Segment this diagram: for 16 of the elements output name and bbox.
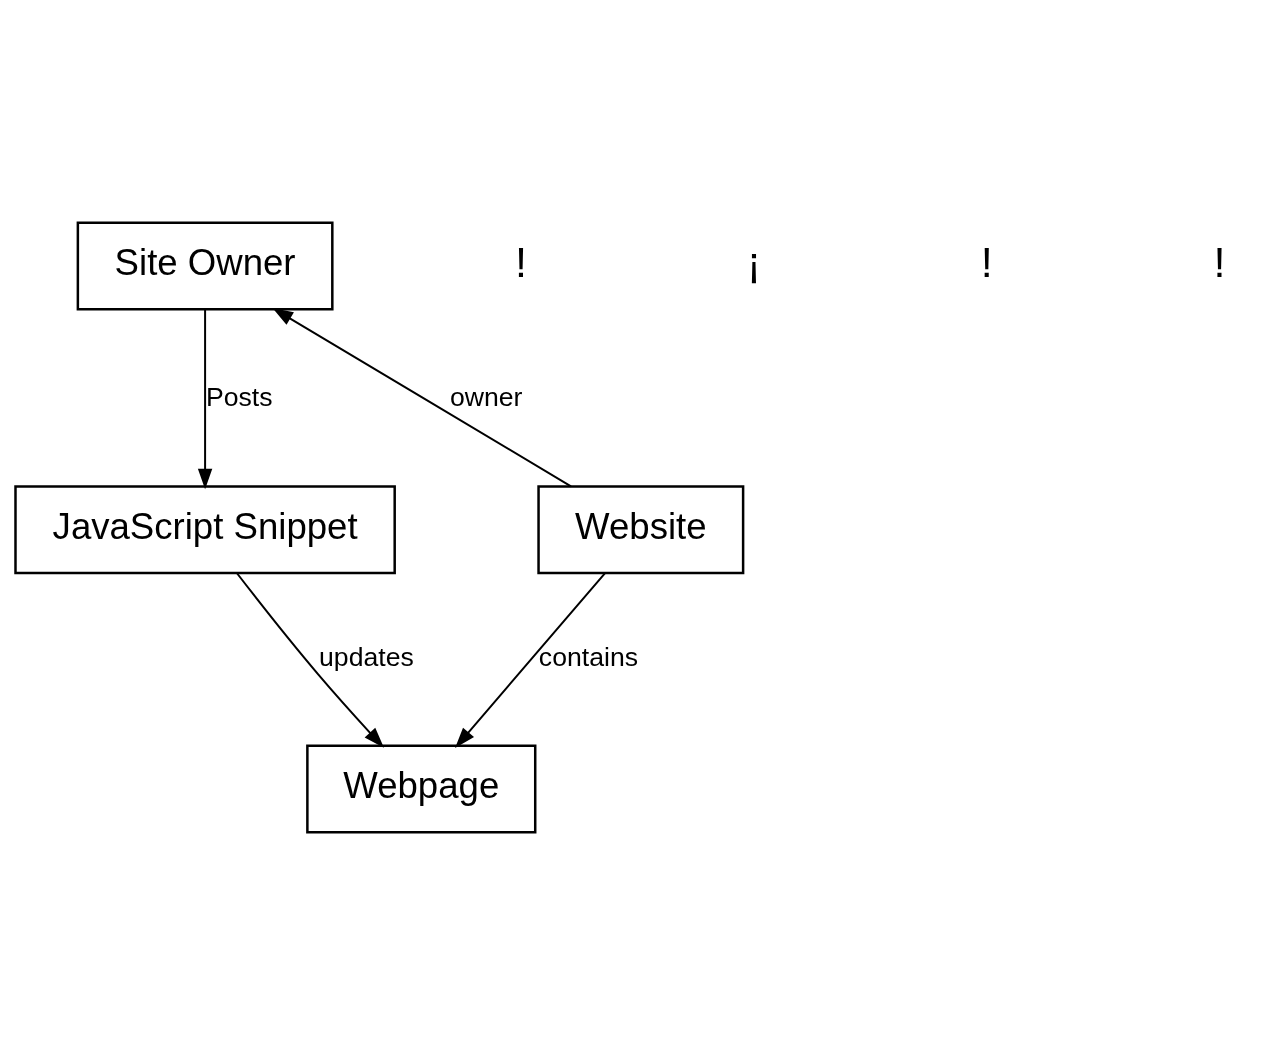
arrow [197, 308, 213, 489]
node-box: Website [537, 484, 745, 574]
arrow [272, 307, 572, 487]
edge-label: Posts [205, 381, 273, 412]
label: ! [1213, 237, 1226, 286]
edge-label: updates [319, 641, 414, 672]
arrow [455, 571, 607, 748]
edge-label: owner [449, 381, 523, 412]
node-box: Webpage [306, 744, 537, 834]
node-box: JavaScript Snippet [14, 484, 396, 574]
edge-label: contains [538, 641, 639, 672]
label: ! [980, 237, 993, 286]
label: ¡ [746, 237, 762, 286]
node-box: Site Owner [76, 221, 334, 311]
arrow [236, 571, 384, 748]
label: ! [515, 237, 528, 286]
